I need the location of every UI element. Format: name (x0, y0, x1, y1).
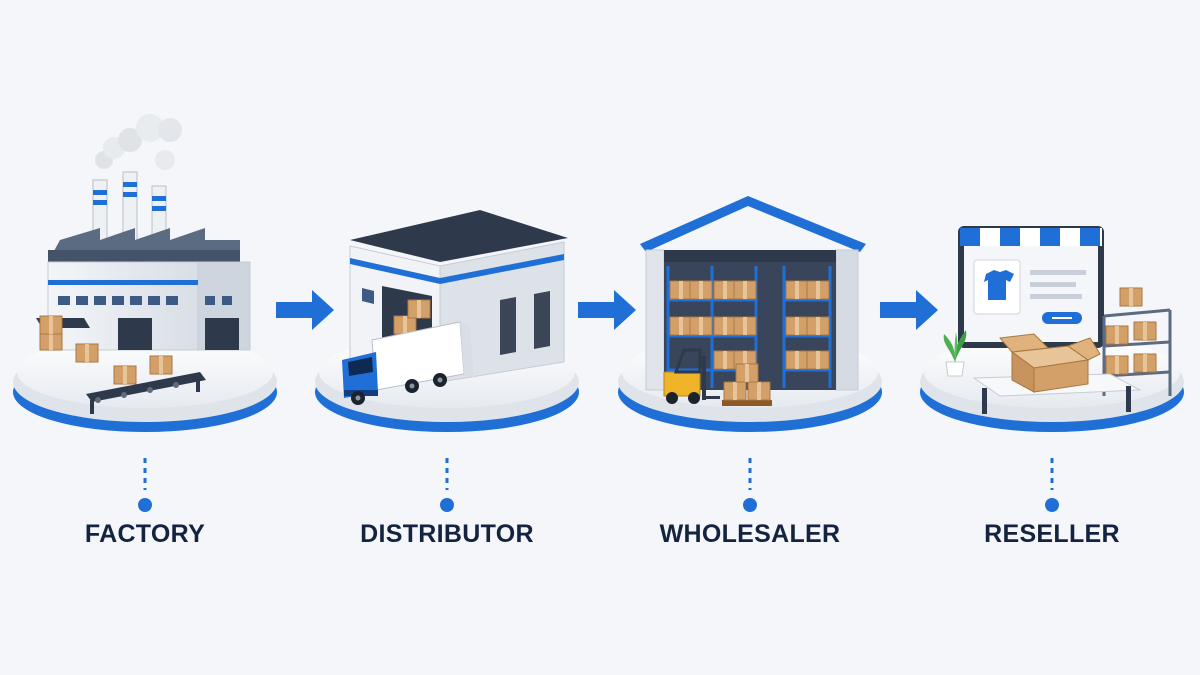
arrow-right-icon (880, 290, 938, 330)
arrow-right-icon (578, 290, 636, 330)
wholesale-warehouse-icon (640, 196, 866, 406)
factory-icon (36, 114, 251, 414)
connector-wholesaler (743, 458, 757, 512)
stage-label-reseller: RESELLER (984, 520, 1120, 548)
stage-label-distributor: DISTRIBUTOR (360, 520, 534, 548)
connector-distributor (440, 458, 454, 512)
stage-label-wholesaler: WHOLESALER (659, 520, 841, 548)
connector-factory (138, 458, 152, 512)
connector-reseller (1045, 458, 1059, 512)
arrow-right-icon (276, 290, 334, 330)
stage-label-factory: FACTORY (84, 520, 206, 548)
online-store-icon (943, 226, 1172, 414)
distribution-warehouse-icon (342, 210, 568, 405)
